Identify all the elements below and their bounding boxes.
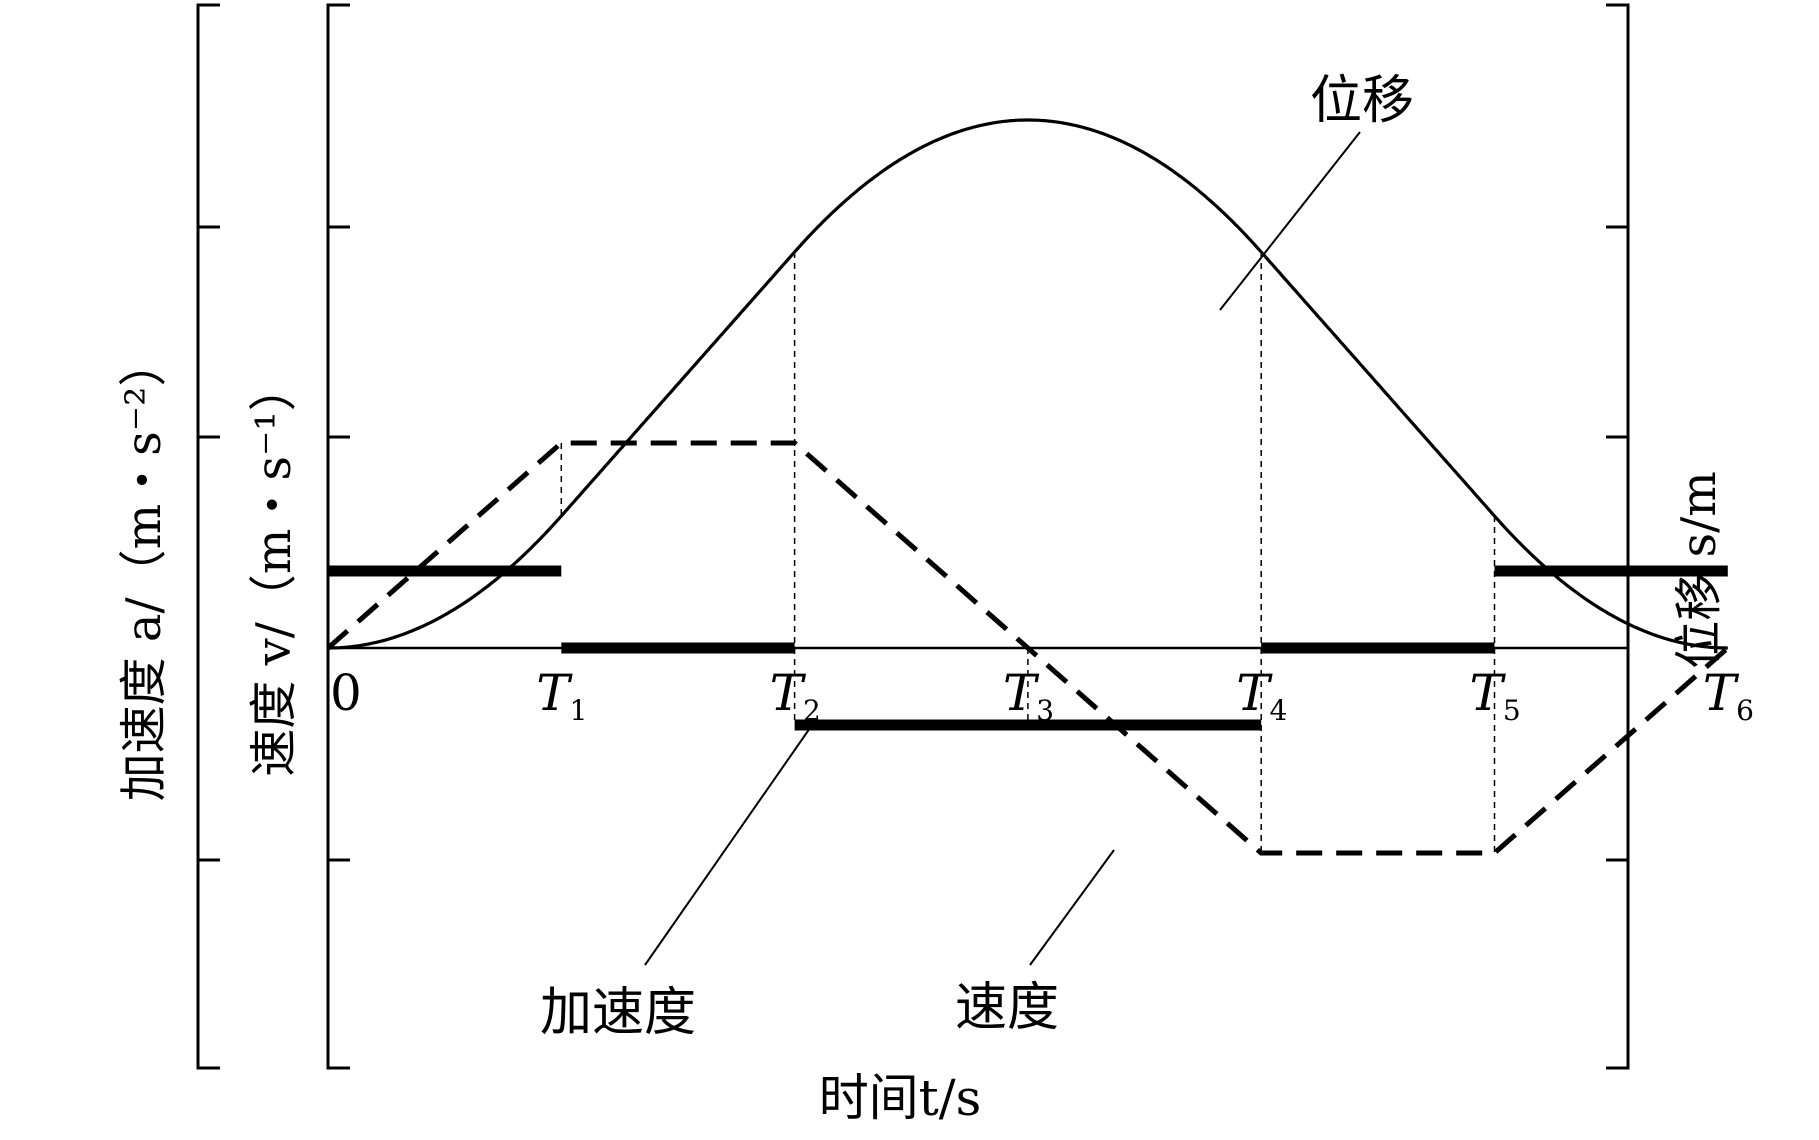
time-tick-label: T3 [1003,664,1054,727]
time-tick-labels: 0 T1 T2 T3 T4 T5 T6 [330,664,1754,727]
acceleration-series [328,565,1728,731]
axis-ticks [198,225,1628,862]
outer-left-axis [196,3,220,1070]
vel-series-label: 速度 [955,978,1059,1038]
right-axis-title: 位移 s/m [1671,471,1727,669]
right-axis [1606,3,1630,1070]
time-tick-label: T1 [536,664,587,727]
axes [196,3,1630,1070]
time-tick-label: 0 [330,664,362,722]
acc-series-label: 加速度 [540,983,696,1043]
velocity-series [326,440,1730,856]
acc-leader-line [644,727,811,966]
disp-series-label: 位移 [1310,71,1414,131]
time-guides [560,252,1496,853]
time-tick-label: T5 [1470,664,1521,727]
disp-leader-line [1219,131,1361,311]
x-axis-title: 时间t/s [819,1069,982,1127]
leader-lines [644,131,1361,966]
outer-left-axis-title: 加速度 a/（m・s⁻²） [116,339,172,802]
inner-left-axis-title: 速度 v/（m・s⁻¹） [246,363,302,776]
displacement-series [328,118,1728,650]
time-tick-label: T4 [1236,664,1287,727]
vel-leader-line [1029,849,1115,966]
time-tick-label: T6 [1703,664,1754,727]
time-tick-label: T2 [770,664,821,727]
inner-left-axis [326,3,350,1070]
